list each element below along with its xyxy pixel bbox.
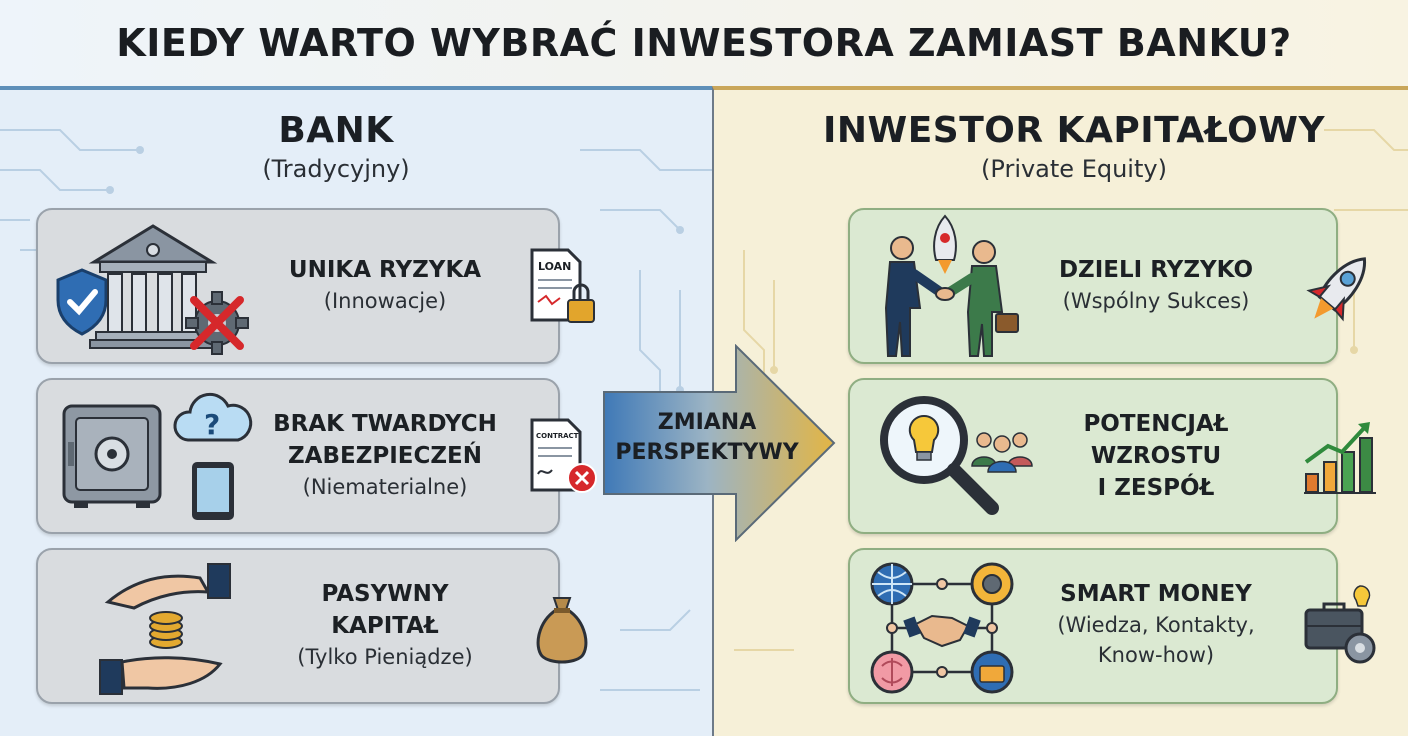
investor-header: INWESTOR KAPITAŁOWY (Private Equity)	[774, 110, 1374, 183]
card-title: SMART MONEY	[1060, 581, 1252, 607]
loan-document-lock-icon: LOAN	[530, 248, 595, 323]
globe-icon	[870, 562, 914, 606]
investor-subheading: (Private Equity)	[981, 155, 1167, 183]
card-subtitle: (Tylko Pieniądze)	[297, 645, 473, 669]
card-subtitle-line-2: Know-how)	[1097, 643, 1215, 667]
card-subtitle: (Wspólny Sukces)	[1062, 289, 1250, 313]
coins-icon	[149, 611, 183, 649]
receiving-hand-icon	[99, 656, 223, 695]
contract-badge-text: CONTRACT	[536, 432, 579, 440]
card-subtitle: (Innowacje)	[323, 289, 447, 313]
shield-check-icon	[56, 268, 108, 336]
growth-chart-icon	[1304, 422, 1376, 494]
page-title: KIEDY WARTO WYBRAĆ INWESTORA ZAMIAST BAN…	[116, 21, 1292, 65]
bank-panel: BANK (Tradycyjny)	[0, 86, 712, 736]
rocket-small-icon	[933, 214, 957, 274]
bank-header: BANK (Tradycyjny)	[186, 110, 486, 183]
svg-text:?: ?	[204, 408, 220, 441]
magnifier-lightbulb-icon	[880, 396, 999, 515]
brain-icon	[870, 650, 914, 694]
briefcase-gear-icon	[1304, 585, 1376, 664]
card-avoids-risk: UNIKA RYZYKA (Innowacje) LOAN	[36, 208, 595, 364]
network-icon	[870, 562, 1014, 694]
card-smart-money: SMART MONEY (Wiedza, Kontakty, Know-how)	[848, 548, 1376, 704]
card-avoids-risk-text: UNIKA RYZYKA (Innowacje)	[260, 254, 510, 316]
card-title-line-2: KAPITAŁ	[331, 613, 439, 639]
handshake-icon	[903, 614, 981, 648]
gear-icon	[970, 562, 1014, 606]
card-title: DZIELI RYZYKO	[1058, 257, 1254, 283]
card-title-line-1: BRAK TWARDYCH	[273, 411, 497, 437]
card-shares-risk-text: DZIELI RYZYKO (Wspólny Sukces)	[1036, 254, 1276, 316]
investor-heading: INWESTOR KAPITAŁOWY	[822, 110, 1326, 151]
giving-hand-icon	[104, 563, 231, 610]
rocket-icon	[1306, 257, 1366, 322]
arrow-label: ZMIANA PERSPEKTYWY	[602, 408, 812, 468]
card-title-line-1: PASYWNY	[321, 581, 449, 607]
arrow-label-line-1: ZMIANA	[657, 410, 757, 435]
card-passive-capital-text: PASYWNY KAPITAŁ (Tylko Pieniądze)	[260, 578, 510, 672]
card-subtitle: (Niematerialne)	[302, 475, 468, 499]
card-passive-capital: PASYWNY KAPITAŁ (Tylko Pieniądze)	[36, 548, 588, 704]
investor-panel: INWESTOR KAPITAŁOWY (Private Equity) DZI…	[712, 86, 1408, 736]
card-no-hard-collateral-text: BRAK TWARDYCH ZABEZPIECZEŃ (Niematerialn…	[260, 408, 510, 502]
safe-icon	[62, 404, 162, 508]
money-bag-icon	[536, 597, 588, 664]
bank-heading: BANK	[278, 110, 394, 151]
gear-x-icon	[185, 291, 249, 355]
cloud-question-icon: ?	[173, 392, 253, 442]
perspective-change-arrow	[603, 344, 836, 542]
tablet-icon	[192, 462, 234, 520]
arrow-label-line-2: PERSPEKTYWY	[615, 440, 799, 465]
bank-subheading: (Tradycyjny)	[262, 155, 410, 183]
card-growth-potential-team: POTENCJAŁ WZROSTU I ZESPÓŁ	[848, 378, 1376, 534]
handshake-businessmen-icon	[884, 214, 1019, 357]
card-shares-risk: DZIELI RYZYKO (Wspólny Sukces)	[848, 208, 1366, 364]
title-bar: KIEDY WARTO WYBRAĆ INWESTORA ZAMIAST BAN…	[0, 0, 1408, 86]
contract-rejected-icon: CONTRACT	[530, 418, 597, 493]
briefcase-small-icon	[970, 650, 1014, 694]
loan-badge-text: LOAN	[538, 260, 571, 273]
card-growth-potential-team-text: POTENCJAŁ WZROSTU I ZESPÓŁ	[1036, 408, 1276, 504]
card-no-hard-collateral: ? BRAK TWARDYCH ZABEZPIECZEŃ (Niemateria…	[36, 378, 597, 534]
bank-building-icon	[88, 224, 218, 349]
card-subtitle-line-1: (Wiedza, Kontakty,	[1057, 613, 1255, 637]
card-smart-money-text: SMART MONEY (Wiedza, Kontakty, Know-how)	[1036, 578, 1276, 670]
card-title-line-2: WZROSTU	[1090, 443, 1222, 469]
team-icon	[971, 432, 1033, 473]
card-title-line-1: POTENCJAŁ	[1083, 411, 1229, 437]
card-title: UNIKA RYZYKA	[288, 257, 482, 283]
card-title-line-2: ZABEZPIECZEŃ	[287, 443, 483, 469]
card-title-line-3: I ZESPÓŁ	[1097, 475, 1215, 501]
